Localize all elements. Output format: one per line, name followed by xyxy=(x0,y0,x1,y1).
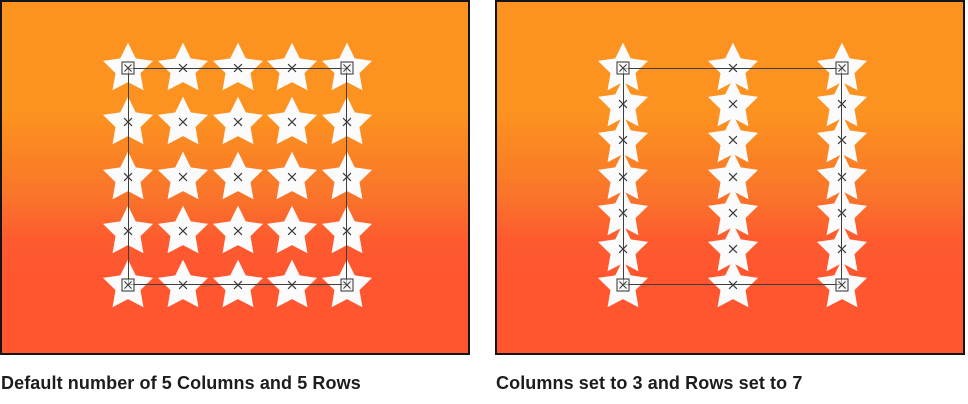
corner-handle[interactable] xyxy=(121,278,135,292)
x-mark-icon xyxy=(178,226,187,235)
anchor-x-marker xyxy=(837,135,847,145)
x-mark-icon xyxy=(233,226,242,235)
anchor-x-marker xyxy=(233,117,243,127)
corner-handle[interactable] xyxy=(616,61,630,75)
anchor-x-marker xyxy=(728,280,738,290)
x-mark-icon xyxy=(124,281,132,289)
anchor-x-marker xyxy=(728,208,738,218)
x-mark-icon xyxy=(728,172,737,181)
anchor-x-marker xyxy=(342,172,352,182)
x-mark-icon xyxy=(838,64,846,72)
x-mark-icon xyxy=(837,244,847,254)
corner-handle[interactable] xyxy=(121,61,135,75)
x-mark-icon xyxy=(233,280,242,290)
x-mark-icon xyxy=(728,63,737,73)
x-mark-icon xyxy=(728,280,737,290)
anchor-x-marker xyxy=(287,117,297,127)
x-mark-icon xyxy=(124,64,132,72)
anchor-x-marker xyxy=(728,135,738,145)
anchor-x-marker xyxy=(837,99,847,109)
anchor-x-marker xyxy=(178,117,188,127)
corner-handle[interactable] xyxy=(835,61,849,75)
x-mark-icon xyxy=(123,118,133,127)
x-mark-icon xyxy=(233,63,242,73)
x-mark-icon xyxy=(837,208,847,217)
anchor-x-marker xyxy=(728,172,738,182)
x-mark-icon xyxy=(288,280,297,290)
x-mark-icon xyxy=(288,118,297,127)
x-mark-icon xyxy=(618,208,628,217)
anchor-x-marker xyxy=(837,208,847,218)
corner-handle[interactable] xyxy=(340,278,354,292)
anchor-x-marker xyxy=(233,226,243,236)
anchor-x-marker xyxy=(837,172,847,182)
anchor-x-marker xyxy=(233,172,243,182)
x-mark-icon xyxy=(288,226,297,235)
anchor-x-marker xyxy=(178,280,188,290)
anchor-x-marker xyxy=(618,135,628,145)
x-mark-icon xyxy=(288,172,297,181)
x-mark-icon xyxy=(619,64,627,72)
x-mark-icon xyxy=(123,226,133,235)
caption-left: Default number of 5 Columns and 5 Rows xyxy=(1,373,361,393)
corner-handle[interactable] xyxy=(835,278,849,292)
corner-handle[interactable] xyxy=(340,61,354,75)
x-mark-icon xyxy=(342,118,352,127)
x-mark-icon xyxy=(123,172,133,181)
anchor-x-marker xyxy=(618,208,628,218)
anchor-x-marker xyxy=(178,226,188,236)
anchor-x-marker xyxy=(837,244,847,254)
anchor-x-marker xyxy=(287,280,297,290)
x-mark-icon xyxy=(619,281,627,289)
anchor-x-marker xyxy=(342,226,352,236)
anchor-x-marker xyxy=(728,99,738,109)
anchor-x-marker xyxy=(618,172,628,182)
x-mark-icon xyxy=(837,99,847,109)
anchor-x-marker xyxy=(728,63,738,73)
x-mark-icon xyxy=(618,136,628,145)
anchor-x-marker xyxy=(728,244,738,254)
x-mark-icon xyxy=(618,99,628,109)
x-mark-icon xyxy=(343,281,351,289)
canvas-panel-left xyxy=(0,0,470,355)
x-mark-icon xyxy=(728,99,737,109)
anchor-x-marker xyxy=(123,172,133,182)
anchor-x-marker xyxy=(233,280,243,290)
anchor-x-marker xyxy=(342,117,352,127)
x-mark-icon xyxy=(342,226,352,235)
anchor-x-marker xyxy=(618,244,628,254)
x-mark-icon xyxy=(728,136,737,145)
anchor-x-marker xyxy=(233,63,243,73)
anchor-x-marker xyxy=(618,99,628,109)
x-mark-icon xyxy=(178,172,187,181)
x-mark-icon xyxy=(233,172,242,181)
x-mark-icon xyxy=(288,63,297,73)
x-mark-icon xyxy=(178,280,187,290)
corner-handle[interactable] xyxy=(616,278,630,292)
anchor-x-marker xyxy=(123,226,133,236)
caption-right: Columns set to 3 and Rows set to 7 xyxy=(496,373,803,393)
x-mark-icon xyxy=(233,118,242,127)
x-mark-icon xyxy=(178,118,187,127)
x-mark-icon xyxy=(343,64,351,72)
x-mark-icon xyxy=(838,281,846,289)
canvas-panel-right xyxy=(495,0,965,355)
anchor-x-marker xyxy=(178,172,188,182)
canvas-left xyxy=(2,2,468,353)
canvas-right xyxy=(497,2,963,353)
x-mark-icon xyxy=(837,172,847,181)
x-mark-icon xyxy=(178,63,187,73)
x-mark-icon xyxy=(618,172,628,181)
anchor-x-marker xyxy=(287,172,297,182)
anchor-x-marker xyxy=(123,117,133,127)
x-mark-icon xyxy=(342,172,352,181)
anchor-x-marker xyxy=(287,226,297,236)
x-mark-icon xyxy=(728,244,737,254)
x-mark-icon xyxy=(728,208,737,217)
anchor-x-marker xyxy=(178,63,188,73)
x-mark-icon xyxy=(837,136,847,145)
anchor-x-marker xyxy=(287,63,297,73)
x-mark-icon xyxy=(618,244,628,254)
